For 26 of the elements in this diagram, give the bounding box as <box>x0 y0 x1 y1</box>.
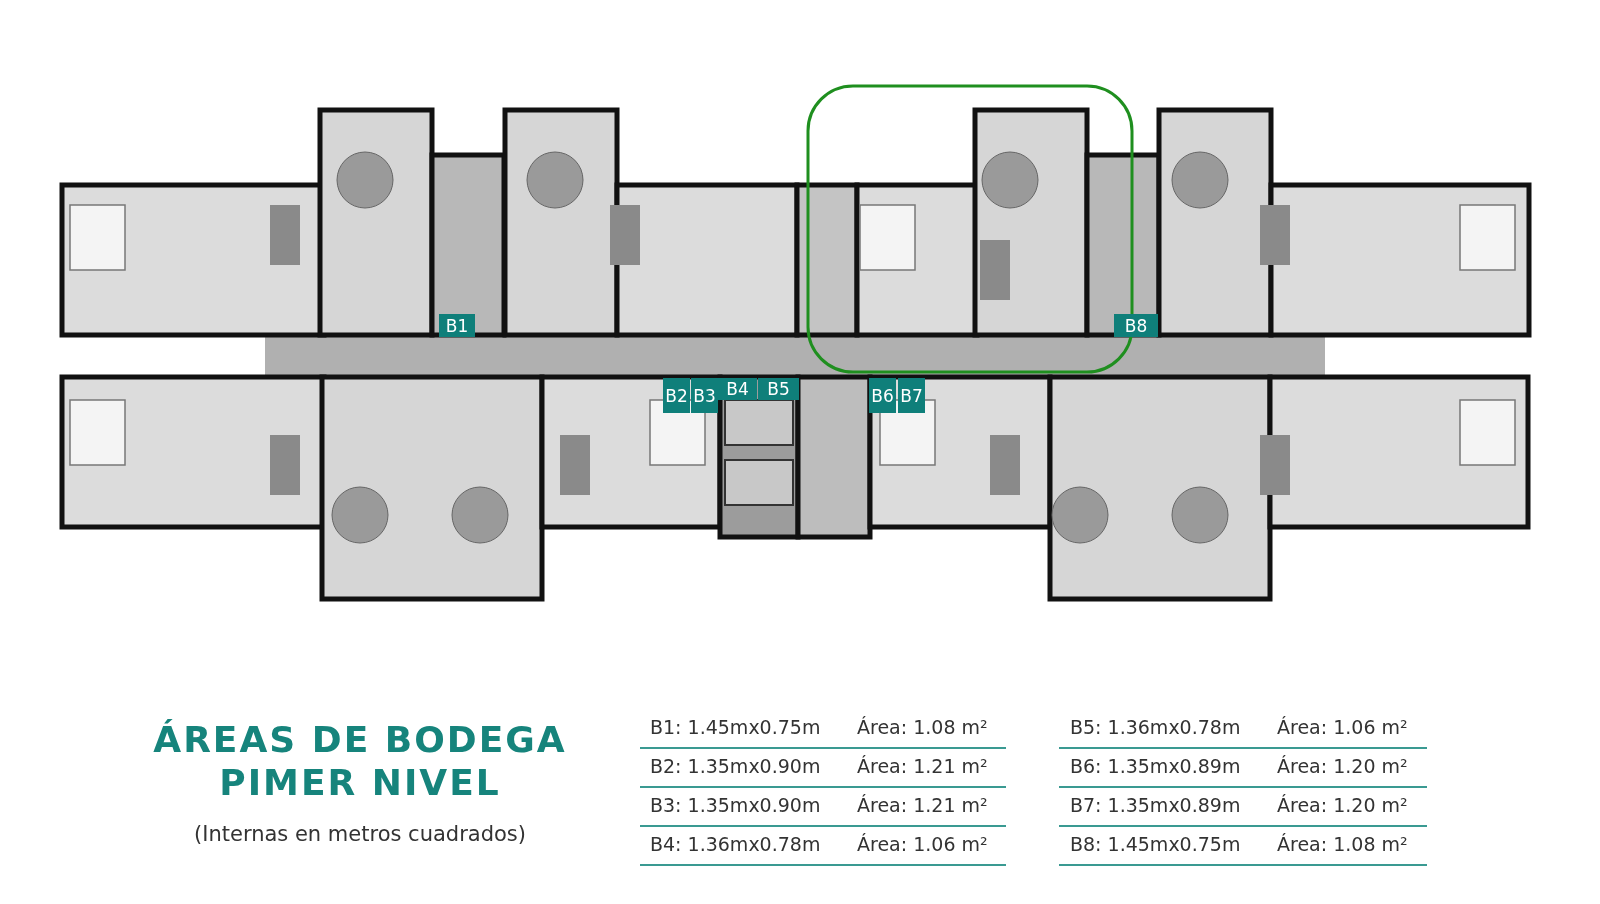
area-text: Área: 1.08 m² <box>857 716 988 738</box>
dimension-text: B3: 1.35mx0.90m <box>650 794 821 816</box>
storage-tag: B4 <box>718 378 757 400</box>
storage-tag: B3 <box>691 378 718 413</box>
dimension-text: B4: 1.36mx0.78m <box>650 833 821 855</box>
area-text: Área: 1.20 m² <box>1277 794 1408 816</box>
dimension-text: B5: 1.36mx0.78m <box>1070 716 1241 738</box>
storage-tag: B8 <box>1114 314 1158 337</box>
area-text: Área: 1.21 m² <box>857 755 988 777</box>
dimension-text: B6: 1.35mx0.89m <box>1070 755 1241 777</box>
storage-tag: B7 <box>898 378 925 413</box>
area-text: Área: 1.08 m² <box>1277 833 1408 855</box>
title: ÁREAS DE BODEGA PIMER NIVEL <box>152 718 568 804</box>
area-text: Área: 1.21 m² <box>857 794 988 816</box>
storage-tag: B6 <box>869 378 896 413</box>
storage-tag: B5 <box>758 378 799 400</box>
area-text: Área: 1.06 m² <box>1277 716 1408 738</box>
area-text: Área: 1.06 m² <box>857 833 988 855</box>
dimension-text: B1: 1.45mx0.75m <box>650 716 821 738</box>
dimension-text: B7: 1.35mx0.89m <box>1070 794 1241 816</box>
dimension-text: B2: 1.35mx0.90m <box>650 755 821 777</box>
dimension-text: B8: 1.45mx0.75m <box>1070 833 1241 855</box>
storage-tag: B2 <box>663 378 690 413</box>
area-text: Área: 1.20 m² <box>1277 755 1408 777</box>
caption: (Internas en metros cuadrados) <box>193 822 527 846</box>
storage-tag: B1 <box>439 314 475 337</box>
